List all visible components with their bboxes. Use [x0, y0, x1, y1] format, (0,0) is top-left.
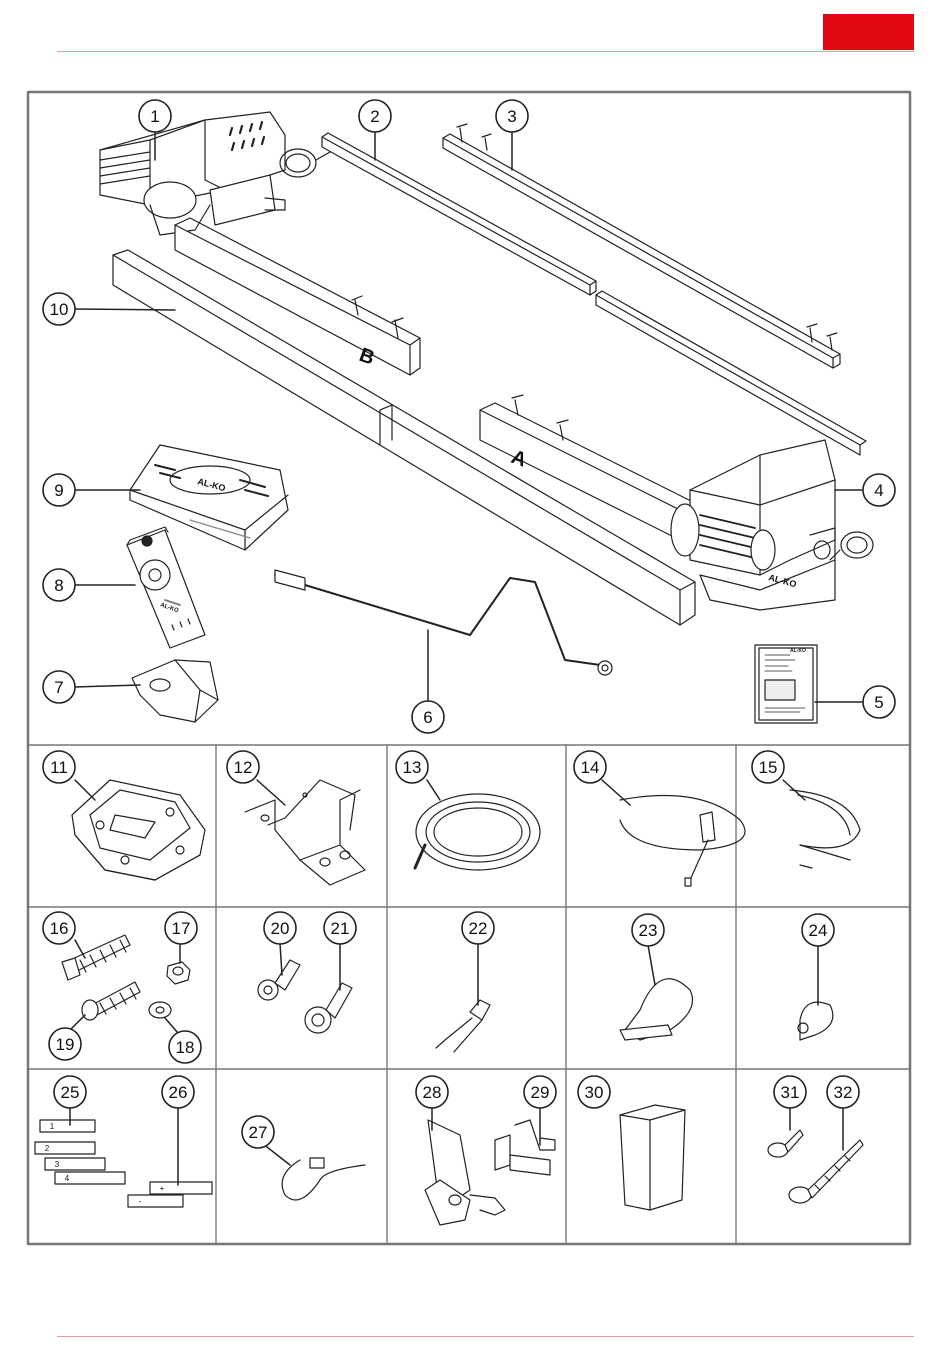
callout-21: 21	[331, 919, 350, 938]
callout-31: 31	[781, 1083, 800, 1102]
callout-7: 7	[54, 678, 63, 697]
callout-5: 5	[874, 693, 883, 712]
marker-minus: -	[139, 1197, 142, 1206]
callout-30: 30	[585, 1083, 604, 1102]
callout-16: 16	[50, 919, 69, 938]
part-18-washer	[149, 1002, 171, 1018]
part-20-ring-terminal	[258, 960, 300, 1000]
part-11-wheel-chock	[72, 780, 205, 880]
part-23-pipe-clamp	[620, 979, 693, 1040]
part-28-bracket-assembly	[425, 1120, 505, 1225]
part-29-t-connectors	[495, 1120, 555, 1175]
part-3-extension-rail	[596, 291, 866, 455]
callout-19: 19	[56, 1035, 75, 1054]
part-19-bolt	[82, 982, 140, 1020]
marker-4: 4	[65, 1174, 70, 1183]
callout-18: 18	[176, 1038, 195, 1057]
part-27-cable-tie	[282, 1158, 365, 1200]
part-7-remote-holder	[132, 660, 218, 722]
part-12-mounting-bracket	[245, 780, 365, 885]
leader-lines	[70, 130, 864, 1185]
callout-28: 28	[423, 1083, 442, 1102]
logo-manual: AL-KO	[790, 648, 806, 654]
callout-8: 8	[54, 576, 63, 595]
marker-2: 2	[45, 1144, 50, 1153]
callout-23: 23	[639, 921, 658, 940]
part-16-bolt	[62, 935, 130, 980]
part-21-ring-terminal	[305, 983, 352, 1033]
callout-26: 26	[169, 1083, 188, 1102]
part-6-hand-crank	[275, 570, 612, 675]
callout-27: 27	[249, 1123, 268, 1142]
part-13-corrugated-hose	[415, 794, 540, 870]
part-5-manual	[755, 645, 817, 723]
callout-6: 6	[423, 708, 432, 727]
part-1-drive-unit-b	[100, 112, 420, 375]
part-14-fused-cable	[620, 796, 745, 887]
part-15-cable	[790, 790, 860, 868]
part-30-tube-sleeve	[620, 1105, 685, 1210]
callout-15: 15	[759, 758, 778, 777]
callout-25: 25	[61, 1083, 80, 1102]
callout-17: 17	[172, 919, 191, 938]
part-17-nut	[167, 962, 190, 984]
callout-3: 3	[507, 107, 516, 126]
part-22-fork-terminal	[436, 1000, 490, 1052]
part-32-screw	[789, 1140, 863, 1203]
callout-1: 1	[150, 107, 159, 126]
callout-22: 22	[469, 919, 488, 938]
marker-3: 3	[55, 1160, 60, 1169]
marker-plus: +	[160, 1184, 165, 1193]
part-24-cable-clip	[798, 1002, 833, 1040]
callout-2: 2	[370, 107, 379, 126]
callout-14: 14	[581, 758, 600, 777]
part-8-remote-control	[127, 527, 205, 648]
callout-13: 13	[403, 758, 422, 777]
callout-11: 11	[50, 758, 68, 777]
callout-20: 20	[271, 919, 290, 938]
callout-32: 32	[834, 1083, 853, 1102]
marker-1: 1	[50, 1122, 55, 1131]
callout-12: 12	[234, 758, 253, 777]
callout-4: 4	[874, 481, 883, 500]
callout-29: 29	[531, 1083, 550, 1102]
part-31-screw	[768, 1130, 803, 1157]
callout-10: 10	[50, 300, 69, 319]
callout-9: 9	[54, 481, 63, 500]
callout-24: 24	[809, 921, 828, 940]
